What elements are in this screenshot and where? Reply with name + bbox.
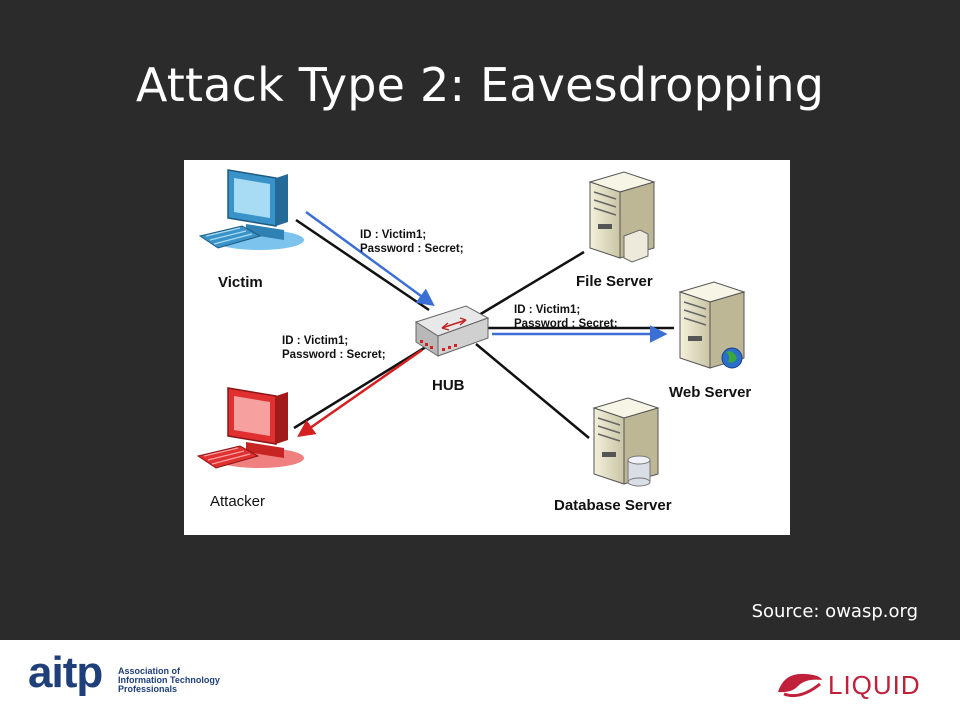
web-message-password: Password : Secret; [514,318,618,330]
source-caption: Source: owasp.org [751,601,918,622]
liquid-swoosh-icon [778,673,822,693]
aitp-logo-line: Professionals [118,684,178,694]
link-hub-fileserver [473,250,585,320]
aitp-logo-word: aitp [28,648,103,697]
victim-message-password: Password : Secret; [360,243,464,255]
attacker-flow-arrow [297,348,423,438]
liquid-logo: LIQUID [776,660,936,706]
database-server-icon [592,397,660,487]
attacker-computer-icon [196,387,304,469]
network-diagram: Victim Attacker HUB [184,160,790,535]
attacker-label: Attacker [210,493,265,510]
web-server-label: Web Server [669,384,751,401]
attacker-message-password: Password : Secret; [282,349,386,361]
victim-flow-arrow [305,210,435,307]
network-diagram-svg: Victim Attacker HUB [196,169,751,514]
victim-message-id: ID : Victim1; [360,229,426,241]
file-server-icon [588,171,656,263]
link-victim-hub [295,218,430,312]
attacker-message-id: ID : Victim1; [282,335,348,347]
slide-title: Attack Type 2: Eavesdropping [135,58,825,112]
link-hub-attacker [293,343,430,430]
victim-computer-icon [198,169,304,250]
aitp-logo: aitp Association of Information Technolo… [28,648,238,706]
victim-label: Victim [218,274,263,291]
web-message-id: ID : Victim1; [514,304,580,316]
hub-icon [414,305,490,357]
hub-label: HUB [432,377,465,394]
database-server-label: Database Server [554,497,672,514]
aitp-logo-description: Association of Information Technology Pr… [118,667,238,694]
aitp-logo-line: Information Technology [118,675,220,685]
web-server-icon [678,281,746,369]
liquid-logo-mark: LIQUID [778,670,921,700]
link-lines [293,218,674,439]
liquid-logo-word: LIQUID [828,670,921,700]
link-hub-dbserver [475,343,590,439]
file-server-label: File Server [576,273,653,290]
database-cylinder-icon [627,455,651,487]
aitp-logo-line: Association of [118,666,181,676]
